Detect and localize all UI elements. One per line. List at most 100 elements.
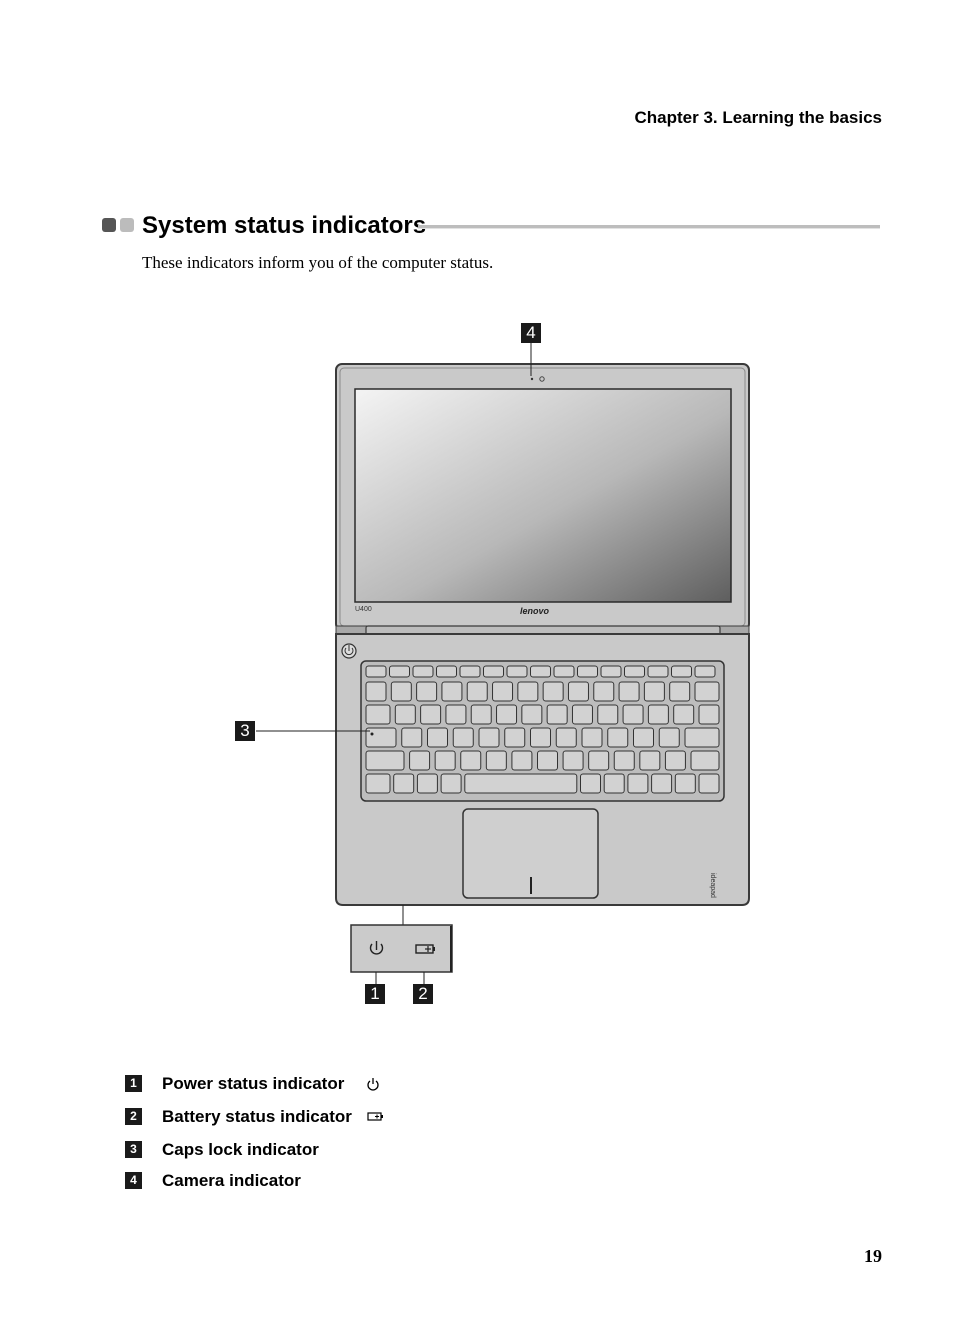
keyboard-key bbox=[530, 727, 551, 748]
keyboard-key bbox=[459, 665, 481, 678]
keyboard-key bbox=[643, 681, 665, 702]
keyboard-key bbox=[651, 773, 673, 794]
bullet-dark-icon bbox=[102, 218, 116, 232]
keyboard-key bbox=[647, 665, 669, 678]
keyboard-key bbox=[464, 773, 578, 794]
keyboard-key bbox=[511, 750, 533, 771]
keyboard-key bbox=[627, 773, 649, 794]
keyboard-key bbox=[506, 665, 528, 678]
keyboard-key bbox=[409, 750, 431, 771]
title-rule bbox=[418, 225, 880, 229]
legend-label: Power status indicator bbox=[162, 1074, 345, 1093]
keyboard-key bbox=[694, 665, 716, 678]
keyboard-key bbox=[436, 665, 457, 678]
keyboard-key bbox=[622, 704, 644, 725]
legend-num: 4 bbox=[125, 1172, 142, 1189]
keyboard-key bbox=[588, 750, 610, 771]
keyboard-key bbox=[365, 704, 391, 725]
keyboard-key bbox=[412, 665, 434, 678]
keyboard-keys bbox=[365, 665, 720, 794]
camera-lens bbox=[539, 376, 545, 382]
keyboard-key bbox=[440, 773, 462, 794]
keyboard-key bbox=[698, 773, 720, 794]
keyboard-key bbox=[562, 750, 584, 771]
keyboard-key bbox=[427, 727, 448, 748]
keyboard-key bbox=[567, 681, 589, 702]
caps-lock-light bbox=[370, 732, 374, 736]
keyboard-key bbox=[504, 727, 526, 748]
panel-power-icon bbox=[369, 941, 384, 955]
keyboard-key bbox=[537, 750, 558, 771]
keyboard-key bbox=[365, 727, 397, 748]
keyboard-key bbox=[401, 727, 423, 748]
keyboard-key bbox=[521, 704, 543, 725]
keyboard-key bbox=[624, 665, 645, 678]
callout-4: 4 bbox=[521, 323, 541, 343]
keyboard-key bbox=[613, 750, 635, 771]
touchpad bbox=[462, 808, 599, 899]
panel-battery-icon bbox=[415, 944, 435, 954]
keyboard-key bbox=[633, 727, 654, 748]
legend-label: Battery status indicator bbox=[162, 1107, 352, 1126]
keyboard-key bbox=[416, 681, 438, 702]
brand-label: lenovo bbox=[520, 606, 550, 616]
keyboard-key bbox=[698, 704, 720, 725]
laptop-screen bbox=[354, 388, 732, 603]
keyboard-key bbox=[674, 773, 696, 794]
keyboard-key bbox=[618, 681, 640, 702]
keyboard-key bbox=[470, 704, 492, 725]
keyboard-key bbox=[673, 704, 695, 725]
keyboard-key bbox=[639, 750, 661, 771]
keyboard-key bbox=[658, 727, 680, 748]
keyboard-key bbox=[365, 681, 387, 702]
keyboard-key bbox=[420, 704, 442, 725]
bullet-light-icon bbox=[120, 218, 134, 232]
keyboard-key bbox=[478, 727, 500, 748]
power-icon bbox=[367, 1078, 379, 1091]
chapter-header: Chapter 3. Learning the basics bbox=[634, 108, 882, 127]
keyboard-key bbox=[571, 704, 593, 725]
section-title-row: System status indicators bbox=[102, 210, 880, 242]
keyboard-key bbox=[603, 773, 625, 794]
keyboard-key bbox=[492, 681, 514, 702]
indicator-panel bbox=[350, 924, 453, 973]
keyboard-key bbox=[445, 704, 467, 725]
keyboard-key bbox=[517, 681, 539, 702]
keyboard-key bbox=[394, 704, 416, 725]
legend-num: 2 bbox=[125, 1108, 142, 1125]
keyboard-key bbox=[690, 750, 720, 771]
keyboard-key bbox=[546, 704, 568, 725]
keyboard-key bbox=[530, 665, 551, 678]
legend-label: Camera indicator bbox=[162, 1171, 301, 1190]
keyboard-key bbox=[664, 750, 686, 771]
keyboard-key bbox=[647, 704, 669, 725]
section-title: System status indicators bbox=[142, 212, 427, 239]
keyboard-key bbox=[577, 665, 598, 678]
keyboard-key bbox=[365, 665, 387, 678]
keyboard-key bbox=[555, 727, 577, 748]
page-number: 19 bbox=[864, 1246, 882, 1266]
keyboard-key bbox=[671, 665, 692, 678]
keyboard-key bbox=[684, 727, 720, 748]
keyboard-key bbox=[597, 704, 619, 725]
keyboard-key bbox=[434, 750, 456, 771]
keyboard-key bbox=[393, 773, 415, 794]
callout-3: 3 bbox=[235, 721, 255, 741]
side-brand-label: ideapad bbox=[709, 873, 716, 898]
callout-2: 2 bbox=[413, 984, 433, 1004]
keyboard-key bbox=[581, 727, 603, 748]
legend-num: 1 bbox=[125, 1075, 142, 1092]
keyboard-key bbox=[441, 681, 463, 702]
intro-text: These indicators inform you of the compu… bbox=[142, 253, 494, 272]
legend-label: Caps lock indicator bbox=[162, 1140, 319, 1159]
keyboard-key bbox=[483, 665, 504, 678]
keyboard-key bbox=[607, 727, 629, 748]
keyboard-key bbox=[460, 750, 482, 771]
keyboard-key bbox=[485, 750, 507, 771]
keyboard-key bbox=[600, 665, 622, 678]
callout-1: 1 bbox=[365, 984, 385, 1004]
keyboard-key bbox=[542, 681, 564, 702]
keyboard-key bbox=[390, 681, 412, 702]
keyboard-key bbox=[365, 750, 405, 771]
